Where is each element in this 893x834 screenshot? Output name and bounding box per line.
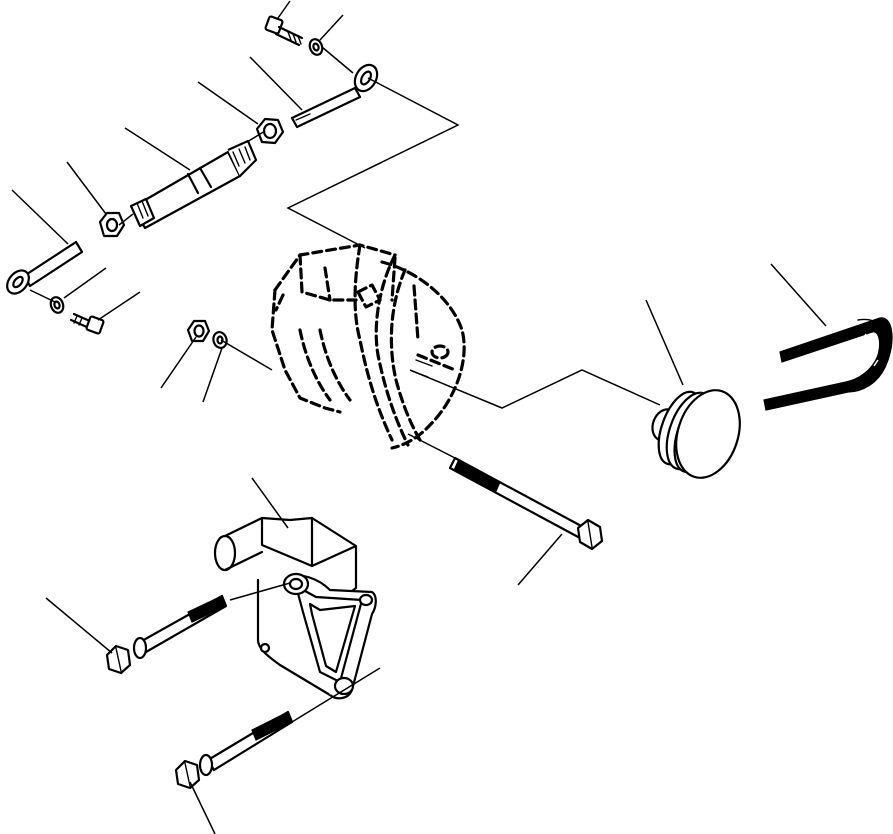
leader-line <box>197 81 259 125</box>
leader-line <box>249 56 303 111</box>
leader-line <box>63 267 107 299</box>
leader-line <box>251 477 289 529</box>
bracket-bolt-upper <box>105 594 228 675</box>
alternator-bracket <box>213 516 377 700</box>
alternator-mount-bolt <box>448 456 604 551</box>
upper-adjust-nut <box>255 117 285 145</box>
turnbuckle-body <box>129 139 258 230</box>
leader-line <box>645 299 684 386</box>
leader-line <box>66 161 107 215</box>
lower-adjust-rod <box>6 240 84 295</box>
leader-line <box>517 533 563 586</box>
upper-link-bolt <box>264 15 304 47</box>
lower-link-bolt <box>69 312 105 335</box>
v-belt <box>763 317 893 411</box>
leader-line <box>124 127 191 171</box>
alternator-phantom <box>270 243 466 450</box>
leader-line <box>770 263 827 327</box>
bracket-bolt-lower <box>174 710 294 790</box>
upper-link-washer <box>308 38 324 56</box>
mount-nut <box>186 319 211 343</box>
leader-line <box>319 14 344 41</box>
leader-line <box>189 781 216 834</box>
leader-line <box>277 0 291 19</box>
leader-line <box>97 291 141 321</box>
turnbuckle-nut <box>98 211 126 238</box>
leader-line <box>202 347 223 403</box>
upper-adjust-rod <box>290 63 379 129</box>
mount-washer <box>212 330 228 350</box>
alternator-pulley <box>651 389 741 479</box>
callout-leaders <box>11 0 827 834</box>
leader-line <box>45 597 113 654</box>
leader-line <box>160 336 197 389</box>
leader-line <box>11 189 69 245</box>
lower-link-washer <box>49 296 65 314</box>
assembly-centerlines <box>29 46 661 723</box>
